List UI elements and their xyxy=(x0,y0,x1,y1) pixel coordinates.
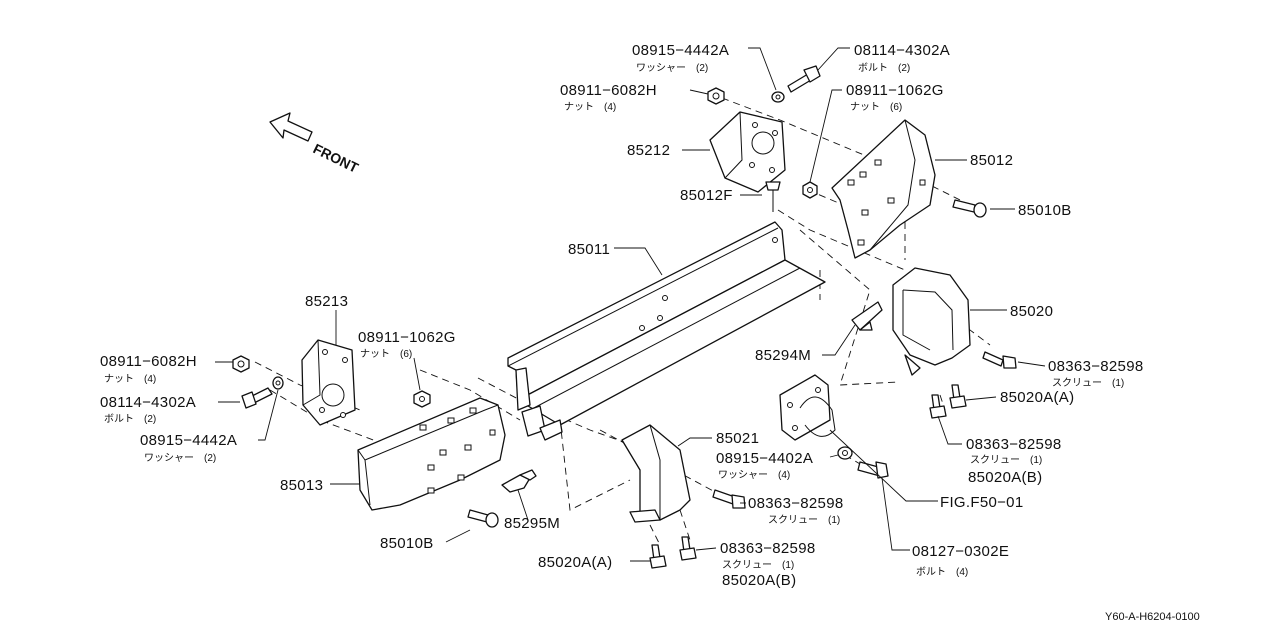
front-label: FRONT xyxy=(311,140,362,176)
bracket-85213 xyxy=(301,339,356,426)
nut-icon xyxy=(413,390,431,408)
svg-text:ワッシャー (2): ワッシャー (2) xyxy=(636,63,708,74)
callout-n1062-top: 08911−1062G ナット (6) xyxy=(846,82,944,113)
bumper-end-85013 xyxy=(357,397,506,511)
svg-text:08114−4302A: 08114−4302A xyxy=(854,42,950,59)
svg-text:ワッシャー (4): ワッシャー (4) xyxy=(718,470,790,481)
svg-text:85020A(B): 85020A(B) xyxy=(722,572,796,589)
svg-text:08915−4402A: 08915−4402A xyxy=(716,450,813,467)
label-fig-f50-01[interactable]: FIG.F50−01 xyxy=(940,494,1023,511)
screw-icon xyxy=(929,394,947,419)
callout-s82598-r2: 08363−82598 スクリュー (1) 85020A(B) xyxy=(966,436,1061,486)
callout-s82598-r1: 08363−82598 スクリュー (1) xyxy=(1048,358,1143,389)
bolt-icon xyxy=(467,509,499,528)
svg-text:08915−4442A: 08915−4442A xyxy=(140,432,237,449)
label-85213: 85213 xyxy=(305,293,348,310)
washer-icon xyxy=(837,446,853,460)
bolt-icon xyxy=(241,387,273,409)
bracket-85295M xyxy=(501,469,537,493)
label-85020A-A-bottom: 85020A(A) xyxy=(538,554,612,571)
nut-icon xyxy=(802,181,818,199)
callout-s82598-mid: 08363−82598 スクリュー (1) xyxy=(748,495,843,526)
svg-text:08915−4442A: 08915−4442A xyxy=(632,42,729,59)
bolt-icon xyxy=(952,199,987,218)
leader-lines xyxy=(215,47,1046,562)
svg-text:ボルト (2): ボルト (2) xyxy=(104,413,156,425)
label-85020: 85020 xyxy=(1010,303,1053,320)
label-85295M: 85295M xyxy=(504,515,560,532)
corner-cap-85020 xyxy=(892,267,971,376)
callout-w4442-left: 08915−4442A ワッシャー (2) xyxy=(140,432,237,464)
label-85012: 85012 xyxy=(970,152,1013,169)
svg-text:ナット (4): ナット (4) xyxy=(104,373,156,385)
svg-text:08127−0302E: 08127−0302E xyxy=(912,543,1009,560)
svg-text:08911−6082H: 08911−6082H xyxy=(100,353,197,370)
corner-cap-85021 xyxy=(621,424,691,523)
callout-b0302: 08127−0302E ボルト (4) xyxy=(912,543,1009,578)
label-85020A-A-right: 85020A(A) xyxy=(1000,389,1074,406)
svg-text:ボルト (2): ボルト (2) xyxy=(858,62,910,74)
callout-b4302-left: 08114−4302A ボルト (2) xyxy=(100,394,196,425)
screw-icon xyxy=(982,351,1017,369)
svg-text:08363−82598: 08363−82598 xyxy=(748,495,843,512)
svg-text:08363−82598: 08363−82598 xyxy=(966,436,1061,453)
screw-icon xyxy=(649,544,667,569)
svg-text:ワッシャー (2): ワッシャー (2) xyxy=(144,453,216,464)
label-85010B-right: 85010B xyxy=(1018,202,1072,219)
svg-text:08911−1062G: 08911−1062G xyxy=(358,329,456,346)
svg-text:08363−82598: 08363−82598 xyxy=(1048,358,1143,375)
svg-text:08911−1062G: 08911−1062G xyxy=(846,82,944,99)
nut-icon xyxy=(707,87,725,105)
svg-text:スクリュー (1): スクリュー (1) xyxy=(1052,377,1124,389)
label-85010B-left: 85010B xyxy=(380,535,434,552)
label-85013: 85013 xyxy=(280,477,323,494)
callout-s82598-bottom: 08363−82598 スクリュー (1) 85020A(B) xyxy=(720,540,815,589)
label-85212: 85212 xyxy=(627,142,670,159)
callout-n6082-left: 08911−6082H ナット (4) xyxy=(100,353,197,385)
svg-text:スクリュー (1): スクリュー (1) xyxy=(970,454,1042,466)
bolt-icon xyxy=(787,65,821,93)
callout-w4442-top: 08915−4442A ワッシャー (2) xyxy=(632,42,729,74)
label-85012F: 85012F xyxy=(680,187,733,204)
tow-hook xyxy=(779,374,836,441)
callout-w4402: 08915−4402A ワッシャー (4) xyxy=(716,450,813,481)
svg-text:ナット (6): ナット (6) xyxy=(850,101,902,113)
washer-icon xyxy=(272,376,284,390)
bracket-85212 xyxy=(709,111,786,193)
clip-icon xyxy=(765,181,781,212)
front-arrow-icon xyxy=(269,112,313,142)
bracket-85294M xyxy=(851,301,883,331)
reinforcement-85011 xyxy=(507,221,826,441)
svg-text:08911−6082H: 08911−6082H xyxy=(560,82,657,99)
label-85294M: 85294M xyxy=(755,347,811,364)
label-85021: 85021 xyxy=(716,430,759,447)
svg-text:08114−4302A: 08114−4302A xyxy=(100,394,196,411)
screw-icon xyxy=(712,489,746,509)
svg-text:スクリュー (1): スクリュー (1) xyxy=(768,514,840,526)
label-85011: 85011 xyxy=(568,241,610,258)
nut-icon xyxy=(232,355,250,373)
svg-text:08363−82598: 08363−82598 xyxy=(720,540,815,557)
callout-n1062-left: 08911−1062G ナット (6) xyxy=(358,329,456,360)
svg-text:ナット (6): ナット (6) xyxy=(360,348,412,360)
svg-text:スクリュー (1): スクリュー (1) xyxy=(722,559,794,571)
footer-code: Y60-A-H6204-0100 xyxy=(1105,611,1200,622)
callout-b4302-top: 08114−4302A ボルト (2) xyxy=(854,42,950,74)
bumper-end-85012 xyxy=(831,119,936,259)
screw-icon xyxy=(679,536,697,561)
callout-n6082-top: 08911−6082H ナット (4) xyxy=(560,82,657,113)
svg-text:ボルト (4): ボルト (4) xyxy=(916,566,968,578)
svg-text:ナット (4): ナット (4) xyxy=(564,101,616,113)
washer-icon xyxy=(771,91,785,103)
svg-text:85020A(B): 85020A(B) xyxy=(968,469,1042,486)
screw-icon xyxy=(949,384,967,409)
